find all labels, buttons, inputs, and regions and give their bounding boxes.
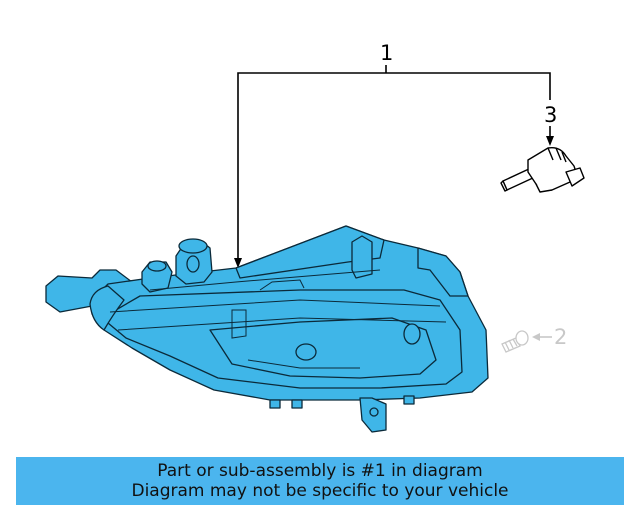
callout-3-arrowhead [546, 136, 554, 146]
callout-1-arrowhead [234, 258, 242, 268]
callout-3-label: 3 [544, 103, 557, 127]
callout-2-arrowhead [532, 333, 540, 341]
bulb-icon [500, 146, 585, 193]
screw-icon [501, 330, 529, 353]
info-banner: Part or sub-assembly is #1 in diagram Di… [16, 457, 624, 505]
callout-1-leader [237, 65, 551, 262]
banner-line-2: Diagram may not be specific to your vehi… [131, 481, 509, 501]
banner-line-1: Part or sub-assembly is #1 in diagram [157, 461, 483, 481]
fog-lamp-assembly-icon [45, 225, 489, 433]
lens-detail-lines [109, 269, 447, 369]
callout-1-label: 1 [380, 41, 393, 65]
callout-2-label: 2 [554, 325, 567, 349]
